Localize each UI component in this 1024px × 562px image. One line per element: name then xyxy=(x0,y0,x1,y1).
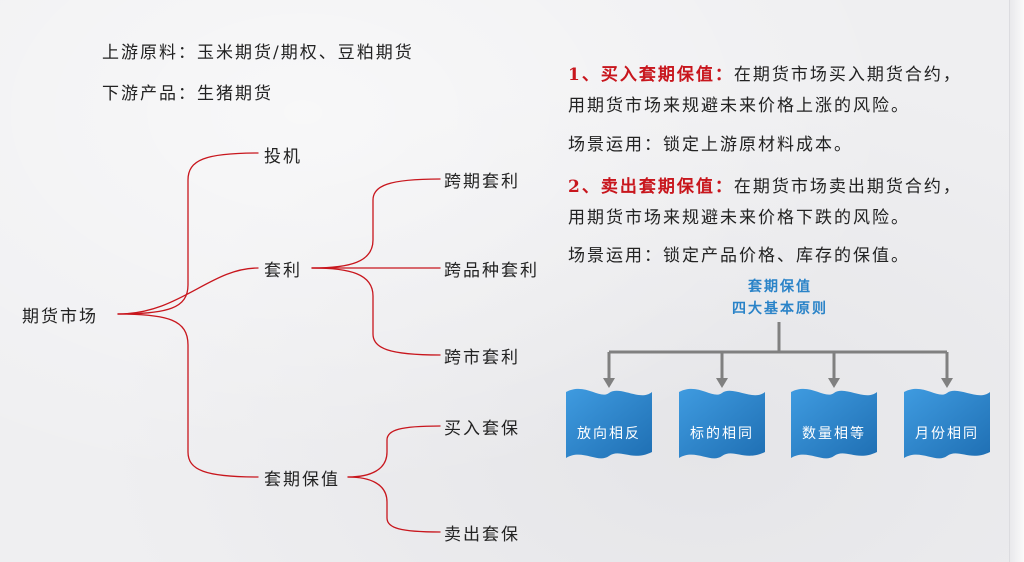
leaf-intertemporal-arbitrage: 跨期套利 xyxy=(444,172,520,192)
root-bracket-lower xyxy=(117,313,259,478)
flag-box-3 xyxy=(791,388,877,459)
arrow-head-3 xyxy=(828,378,840,388)
leaf-intercommodity-arbitrage: 跨品种套利 xyxy=(444,261,539,281)
leaf-intermarket-arbitrage: 跨市套利 xyxy=(444,348,520,368)
hedge-bracket-upper xyxy=(347,425,441,478)
buy-hedge-scene: 场景运用：锁定上游原材料成本。 xyxy=(568,135,853,155)
buy-hedge-line2: 用期货市场来规避未来价格上涨的风险。 xyxy=(568,96,910,116)
sell-hedge-line2: 用期货市场来规避未来价格下跌的风险。 xyxy=(568,208,910,228)
principle-same-underlying: 标的相同 xyxy=(690,426,754,442)
sell-hedge-line1: 在期货市场卖出期货合约， xyxy=(733,177,962,197)
arrow-head-1 xyxy=(603,378,615,388)
flag-box-1 xyxy=(566,388,652,459)
arbitrage-bracket-upper xyxy=(311,178,441,269)
root-bracket-middle xyxy=(117,267,259,315)
tree-root-futures-market: 期货市场 xyxy=(22,307,98,327)
flag-box-2 xyxy=(679,388,765,459)
hedge-bracket-lower xyxy=(347,476,441,533)
sell-hedge-title: 2、卖出套期保值： xyxy=(568,177,734,197)
flag-box-4 xyxy=(904,388,990,459)
root-bracket-upper xyxy=(117,152,259,315)
buy-hedge-title: 1、买入套期保值： xyxy=(568,65,734,85)
arbitrage-bracket-lower xyxy=(311,267,441,356)
principle-opposite-direction: 放向相反 xyxy=(577,426,641,442)
leaf-sell-hedge: 卖出套保 xyxy=(444,525,520,545)
leaf-buy-hedge: 买入套保 xyxy=(444,419,520,439)
principle-same-month: 月份相同 xyxy=(915,426,979,442)
branch-arbitrage: 套利 xyxy=(264,261,302,281)
arrow-head-4 xyxy=(941,378,953,388)
sell-hedge-scene: 场景运用：锁定产品价格、库存的保值。 xyxy=(568,246,910,266)
arrow-head-2 xyxy=(716,378,728,388)
buy-hedge-definition: 1、买入套期保值：在期货市场买入期货合约， xyxy=(568,60,962,85)
upstream-note: 上游原料：玉米期货/期权、豆粕期货 xyxy=(102,43,414,63)
page-edge xyxy=(1009,0,1024,562)
principles-title-line1: 套期保值 xyxy=(748,279,812,295)
branch-hedging: 套期保值 xyxy=(264,470,340,490)
downstream-note: 下游产品：生猪期货 xyxy=(102,84,273,104)
sell-hedge-definition: 2、卖出套期保值：在期货市场卖出期货合约， xyxy=(568,172,962,197)
principle-equal-quantity: 数量相等 xyxy=(802,426,866,442)
principles-title-line2: 四大基本原则 xyxy=(732,301,828,317)
branch-speculation: 投机 xyxy=(264,147,302,167)
buy-hedge-line1: 在期货市场买入期货合约， xyxy=(733,65,962,85)
